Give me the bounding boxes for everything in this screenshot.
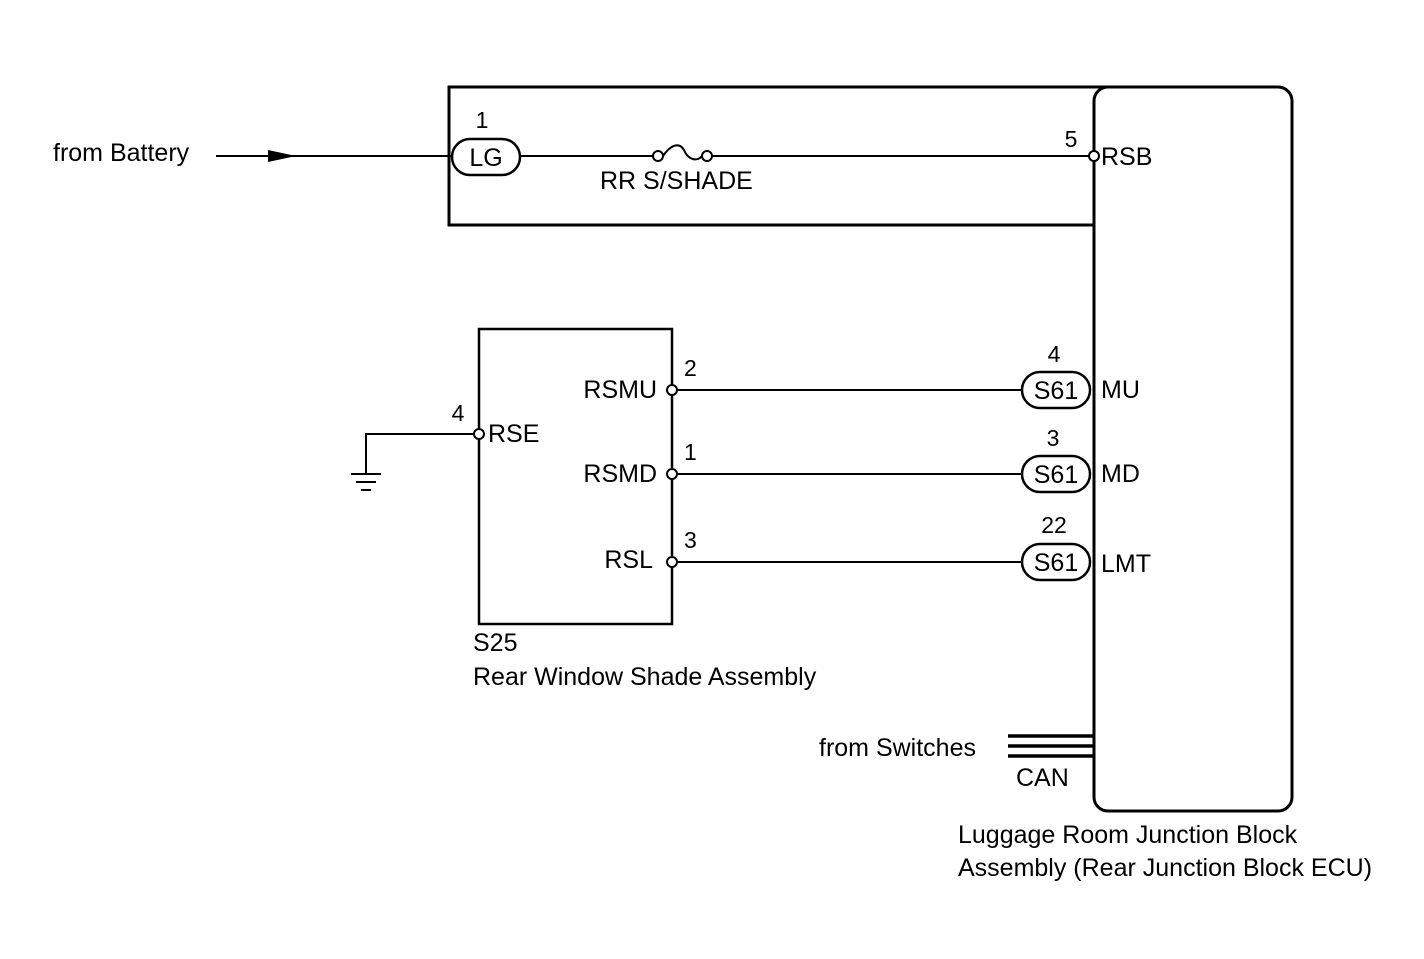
mu-connector bbox=[1020, 370, 1092, 410]
fuse-label: RR S/SHADE bbox=[600, 167, 753, 195]
ground-icon bbox=[351, 473, 381, 491]
lmt-terminal-label: LMT bbox=[1101, 550, 1151, 578]
md-pin-number: 3 bbox=[1047, 425, 1060, 451]
lmt-connector bbox=[1020, 542, 1092, 582]
md-connector-label: S61 bbox=[1034, 461, 1078, 489]
battery-pin-number: 1 bbox=[476, 107, 489, 133]
rsmd-terminal-label: RSMD bbox=[583, 460, 657, 488]
ecu-terminal-rsb bbox=[1088, 150, 1100, 162]
ecu-box bbox=[1092, 85, 1294, 813]
can-source-label: from Switches bbox=[819, 734, 976, 762]
rsl-terminal-label: RSL bbox=[604, 546, 653, 574]
rsmu-pin-number: 2 bbox=[684, 355, 697, 381]
rsb-pin-number: 5 bbox=[1065, 126, 1078, 152]
ecu-name-line2: Assembly (Rear Junction Block ECU) bbox=[958, 854, 1372, 882]
ground-wire bbox=[365, 433, 474, 474]
rsb-terminal-label: RSB bbox=[1101, 143, 1152, 171]
mu-terminal-label: MU bbox=[1101, 376, 1140, 404]
rsmd-pin-number: 1 bbox=[684, 439, 697, 465]
lmt-pin-number: 22 bbox=[1041, 512, 1067, 538]
lmt-connector-label: S61 bbox=[1034, 549, 1078, 577]
rse-pin-number: 4 bbox=[452, 400, 465, 426]
fuse-icon bbox=[662, 144, 703, 161]
shade-terminal-rsmu bbox=[666, 384, 678, 396]
shade-name-label: Rear Window Shade Assembly bbox=[473, 663, 817, 691]
shade-terminal-rsl bbox=[666, 556, 678, 568]
rsl-pin-number: 3 bbox=[684, 527, 697, 553]
battery-arrow-icon bbox=[268, 150, 296, 162]
can-bus-lines bbox=[1008, 734, 1094, 758]
can-bus-label: CAN bbox=[1016, 764, 1069, 792]
battery-label: from Battery bbox=[53, 139, 190, 167]
shade-terminal-rsmd bbox=[666, 468, 678, 480]
fuse-terminal-left bbox=[652, 150, 664, 162]
md-connector bbox=[1020, 454, 1092, 494]
mu-pin-number: 4 bbox=[1048, 341, 1061, 367]
ecu-name-line1: Luggage Room Junction Block bbox=[958, 821, 1298, 849]
rsmu-terminal-label: RSMU bbox=[583, 376, 657, 404]
shade-terminal-rse bbox=[473, 428, 485, 440]
shade-code-label: S25 bbox=[473, 629, 517, 657]
md-terminal-label: MD bbox=[1101, 460, 1140, 488]
fuse-terminal-right bbox=[701, 150, 713, 162]
mu-connector-label: S61 bbox=[1034, 377, 1078, 405]
rse-terminal-label: RSE bbox=[488, 420, 539, 448]
battery-connector-label: LG bbox=[469, 144, 502, 172]
